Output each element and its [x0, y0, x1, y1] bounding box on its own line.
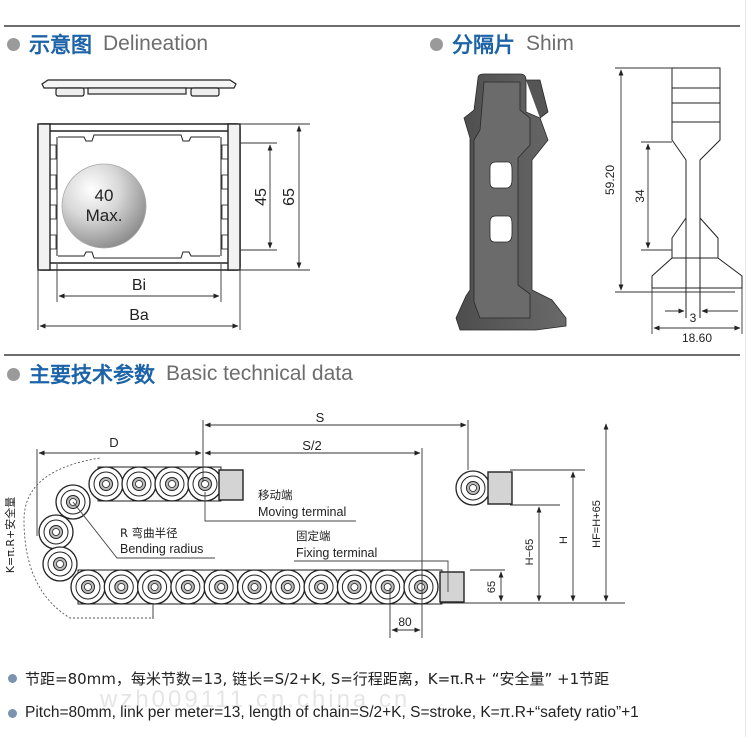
- moving-terminal-cn: 移动端: [258, 488, 293, 502]
- note-en: Pitch=80mm, link per meter=13, length of…: [8, 704, 639, 722]
- moving-terminal-en: Moving terminal: [258, 505, 346, 519]
- shim-title-en: Shim: [526, 32, 574, 55]
- right-border: [745, 0, 746, 737]
- shim-height-label: 59.20: [603, 165, 617, 195]
- shim-profile-drawing: [651, 67, 743, 318]
- technical-title-cn: 主要技术参数: [29, 363, 155, 387]
- max-cable-ball: 40 Max.: [61, 163, 147, 249]
- bullet-icon: [430, 37, 443, 51]
- delineation-title-cn: 示意图: [29, 33, 92, 57]
- max-label: Max.: [86, 206, 123, 225]
- bending-radius-cn: R 弯曲半径: [120, 526, 178, 540]
- technical-title-en: Basic technical data: [166, 362, 353, 385]
- inner-width-label: Bi: [132, 277, 146, 294]
- link-height-label: 65: [486, 581, 498, 593]
- bullet-icon: [7, 37, 20, 51]
- crossbar-side-view: [41, 79, 237, 97]
- note-cn: 节距=80mm，每米节数=13, 链长=S/2+K, S=行程距离，K=π.R+…: [8, 668, 609, 689]
- bullet-icon: [8, 708, 17, 718]
- pitch-label: 80: [398, 615, 412, 629]
- chain-dimensions: [23, 420, 625, 638]
- shim-dimensions: [615, 67, 743, 334]
- shim-width-label: 18.60: [682, 331, 712, 345]
- bullet-icon: [8, 674, 17, 683]
- h-minus-label: H−65: [524, 539, 536, 566]
- middle-divider: [4, 354, 740, 356]
- shim-heading: 分隔片 Shim: [430, 29, 574, 59]
- h-label: H: [558, 536, 570, 544]
- fixing-terminal-block: [439, 571, 465, 603]
- max-diameter-value: 40: [95, 186, 114, 205]
- note-cn-text: 节距=80mm，每米节数=13, 链长=S/2+K, S=行程距离，K=π.R+…: [25, 670, 610, 688]
- top-divider-right: [375, 25, 740, 27]
- half-stroke-label: S/2: [302, 438, 322, 453]
- outer-width-label: Ba: [129, 307, 149, 324]
- arc-formula-label: K=π.R+安全量: [3, 497, 17, 573]
- note-en-text: Pitch=80mm, link per meter=13, length of…: [25, 704, 639, 721]
- watermark: wzh009111.cn.china.cn: [100, 686, 411, 713]
- inner-height-label: 45: [253, 188, 270, 206]
- hf-label: HF=H+65: [591, 500, 603, 548]
- delineation-heading: 示意图 Delineation: [7, 29, 208, 59]
- outer-height-label: 65: [281, 188, 298, 206]
- bending-radius-en: Bending radius: [120, 542, 203, 556]
- fixing-terminal-en: Fixing terminal: [296, 546, 377, 560]
- shim-thickness-label: 3: [690, 311, 697, 325]
- shim-title-cn: 分隔片: [452, 33, 515, 57]
- technical-heading: 主要技术参数 Basic technical data: [7, 359, 353, 389]
- fixing-terminal-cn: 固定端: [296, 529, 331, 543]
- end-terminal-block: [487, 471, 513, 505]
- stroke-label: S: [316, 410, 325, 425]
- bullet-icon: [7, 367, 20, 381]
- bend-offset-label: D: [109, 435, 118, 450]
- moving-terminal-block: [218, 469, 244, 501]
- top-divider-left: [4, 25, 376, 27]
- delineation-title-en: Delineation: [103, 32, 209, 55]
- shim-3d-part: [455, 73, 567, 331]
- delineation-dimensions: [37, 123, 310, 330]
- shim-slot-label: 34: [633, 189, 647, 203]
